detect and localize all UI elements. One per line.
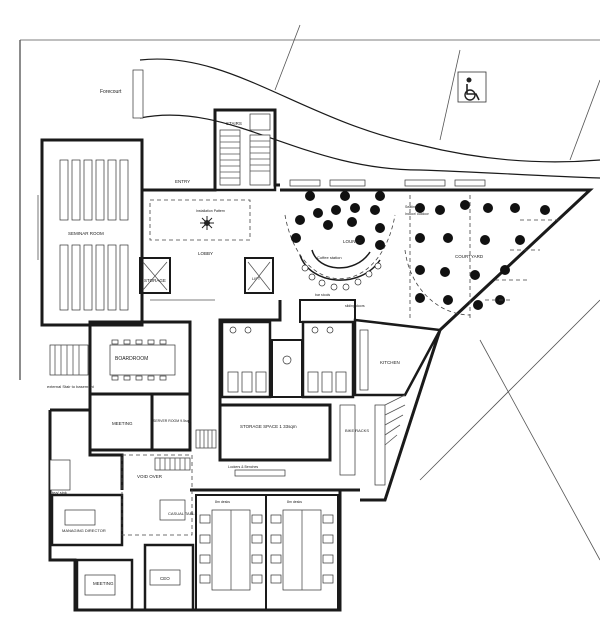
- wheelchair-icon: [457, 71, 487, 103]
- storage-space-label: STORAGE SPACE 1 33sqm: [240, 424, 297, 429]
- lobby-details: [139, 199, 274, 301]
- casual-table-label: CASUAL TABLE: [168, 511, 198, 516]
- bar-stools-label: bar stools: [315, 293, 330, 297]
- seminar-seating: [37, 159, 129, 311]
- stairs-treads: [49, 113, 271, 471]
- bike-racks-label: BIKE RACKS: [345, 428, 369, 433]
- sunburst-icon: [200, 216, 214, 230]
- room-labels: STAIRS ENTRY SEMINAR ROOM Installation P…: [47, 121, 484, 586]
- boardroom-label: BOARDROOM: [115, 356, 148, 362]
- indoor-outdoor-label: Indoor/ outdoor: [405, 212, 430, 216]
- toilet-fixtures: [227, 326, 347, 393]
- managing-director-label: MANAGING DIRECTOR: [62, 528, 106, 533]
- kitchen-fittings: [339, 329, 406, 486]
- entry-label: ENTRY: [175, 179, 190, 184]
- site-boundary: [19, 24, 600, 561]
- workstations-1-label: 8m desks: [215, 500, 230, 504]
- server-room-label: SERVER ROOM 9.5sqm: [153, 419, 192, 423]
- meeting-1-label: MEETING: [112, 421, 133, 426]
- office-furniture: [49, 454, 334, 596]
- lounge-area: [284, 179, 486, 320]
- ceo-label: CEO: [160, 576, 170, 581]
- seating-label: Seating: [405, 205, 417, 209]
- lockers-label: Lockers & Benches: [228, 465, 258, 469]
- tea-sink-label: tea/ sink: [52, 490, 67, 495]
- lift-label: LIFT: [252, 276, 261, 281]
- sliding-doors-label: sliding doors: [345, 304, 365, 308]
- stairs-label: STAIRS: [226, 121, 242, 126]
- boardroom-table: [109, 339, 176, 381]
- storage-small-label: STORAGE: [144, 278, 166, 283]
- coffee-station-label: Coffee station: [317, 255, 342, 260]
- workstations-2-label: 8m desks: [287, 500, 302, 504]
- void-over-label: VOID OVER: [137, 474, 163, 479]
- road-curve: [132, 58, 600, 179]
- forecourt-label: Forecourt: [100, 89, 122, 95]
- courtyard-label: COURTYARD: [455, 254, 484, 259]
- external-stair-label: external Stair to basement: [47, 384, 95, 389]
- seminar-room-label: SEMINAR ROOM: [68, 231, 104, 236]
- meeting-2-label: MEETING: [93, 581, 114, 586]
- lobby-label: LOBBY: [198, 251, 213, 256]
- lounge-label: LOUNGE: [343, 239, 362, 244]
- installation-label: Installation Pattern: [196, 209, 225, 213]
- kitchen-label: KITCHEN: [380, 360, 400, 365]
- building-walls: [40, 108, 594, 612]
- lounge-chairs: [291, 191, 385, 250]
- courtyard-chairs: [415, 195, 560, 320]
